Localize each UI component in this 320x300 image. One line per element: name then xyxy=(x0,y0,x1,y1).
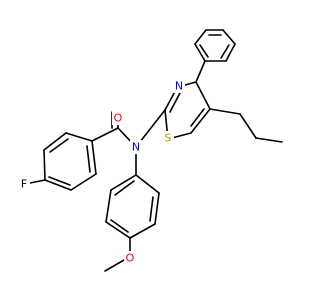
bond xyxy=(149,196,154,222)
bond xyxy=(104,259,125,272)
bond xyxy=(91,140,97,175)
bond xyxy=(44,179,72,191)
bond xyxy=(190,108,211,134)
molecule-structure: O N N S F O xyxy=(18,29,283,272)
bond xyxy=(225,43,236,62)
bond xyxy=(114,180,135,196)
bond xyxy=(105,221,131,239)
atom-label-sulfur: S xyxy=(165,132,172,145)
bond xyxy=(110,219,129,233)
bond xyxy=(48,176,71,186)
bond xyxy=(239,113,257,139)
atom-label-ring-nitrogen: N xyxy=(175,80,183,93)
label-background xyxy=(162,131,174,145)
label-background xyxy=(124,251,136,265)
atom-label-oxygen: O xyxy=(114,112,123,125)
atom-label-fluorine: F xyxy=(21,178,27,191)
bonds xyxy=(29,29,283,272)
bond xyxy=(43,132,67,151)
bond xyxy=(49,138,69,153)
bond xyxy=(190,108,205,127)
bond xyxy=(91,127,119,142)
atom-labels: O N N S F O xyxy=(18,79,185,265)
bond xyxy=(110,174,137,191)
bond xyxy=(43,149,46,181)
atom-label-methoxy-oxygen: O xyxy=(126,252,135,265)
bond xyxy=(29,179,46,184)
label-background xyxy=(112,111,124,125)
label-background xyxy=(173,79,185,93)
atom-label-amide-nitrogen: N xyxy=(132,141,140,154)
bond xyxy=(86,145,91,173)
label-background xyxy=(130,140,142,154)
bond xyxy=(70,173,97,191)
bond xyxy=(105,189,112,223)
bond xyxy=(195,60,206,83)
bond xyxy=(129,223,156,239)
bond xyxy=(184,81,197,86)
bond xyxy=(220,44,230,59)
bond xyxy=(194,43,206,62)
bond xyxy=(135,174,160,194)
molecule-canvas: O N N S F O xyxy=(18,29,283,272)
bond xyxy=(154,192,160,225)
bond xyxy=(169,90,182,113)
bond xyxy=(194,29,207,45)
bond xyxy=(222,29,236,45)
label-background xyxy=(18,177,30,191)
bond xyxy=(195,81,211,110)
bond xyxy=(209,108,241,115)
bond xyxy=(199,44,209,58)
bond xyxy=(65,132,93,142)
bond xyxy=(255,137,283,143)
